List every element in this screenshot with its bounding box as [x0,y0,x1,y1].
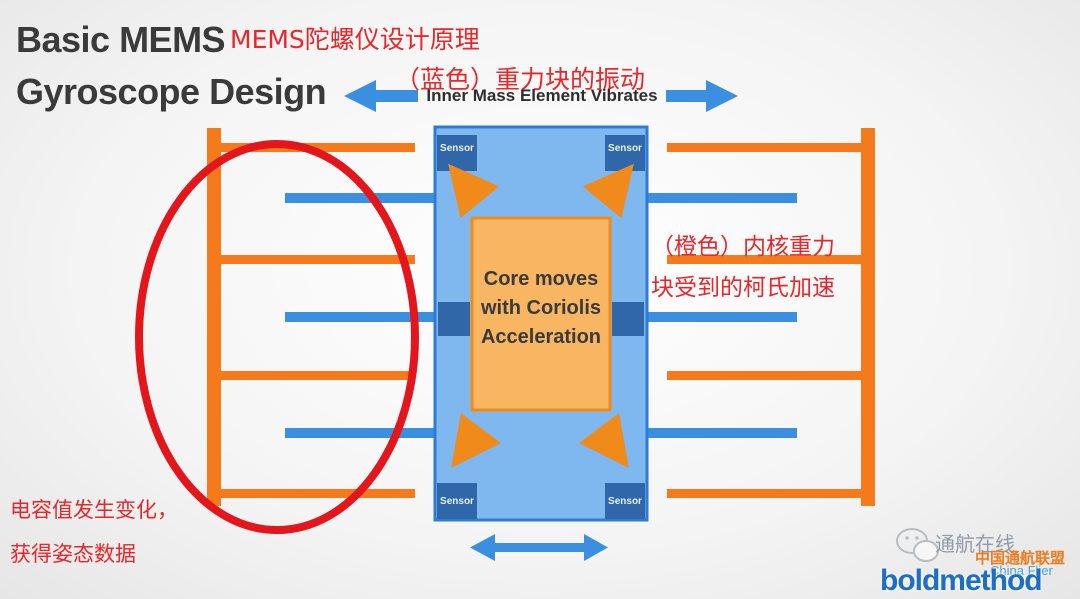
core-label-line-3: Acceleration [480,326,602,348]
capacitance-annotation-line-2: 获得姿态数据 [10,542,136,566]
boldmethod-logo: boldmethod [880,564,1043,597]
left-connector [438,302,470,336]
orange-core-annotation-line-2: 块受到的柯氏加速 [651,275,835,301]
core-mass [470,216,612,412]
sensor-label-bottom-right: Sensor [608,496,642,507]
coriolis-arrows [448,163,634,468]
watermark-cn: 通航在线 [935,532,1015,556]
inner-mass-label: Inner Mass Element Vibrates [426,86,658,105]
watermark-en: China Flier [990,563,1053,578]
capacitance-annotation-line-1: 电容值发生变化， [10,498,178,522]
highlight-circle [135,140,419,534]
watermark-cn-2: 中国通航联盟 [975,549,1066,567]
core-label: Core moves with Coriolis Acceleration [472,265,610,352]
sensor-label-bottom-left: Sensor [440,496,474,507]
sensor-label-top-right: Sensor [608,143,642,154]
right-orange-comb [667,128,875,506]
right-blue-fingers [647,193,797,438]
chinese-title-annotation: MEMS陀螺仪设计原理 [230,25,480,54]
core-label-line-2: with Coriolis [481,297,601,319]
left-blue-fingers [285,193,437,438]
diagram-title: Basic MEMS Gyroscope Design [16,14,327,118]
sensor-label-top-left: Sensor [440,143,474,154]
orange-core-annotation-line-1: （橙色）内核重力 [651,234,835,260]
sensor-bottom-right [605,483,645,519]
right-connector [612,302,644,336]
vibration-double-arrow [344,80,738,112]
wechat-icon [896,528,939,562]
title-line-1: Basic MEMS [16,19,226,60]
title-line-2: Gyroscope Design [16,71,327,112]
sensor-bottom-left [437,483,477,519]
blue-mass-annotation: （蓝色）重力块的振动 [395,65,646,94]
core-double-arrow [470,534,608,561]
core-label-line-1: Core moves [483,268,599,290]
